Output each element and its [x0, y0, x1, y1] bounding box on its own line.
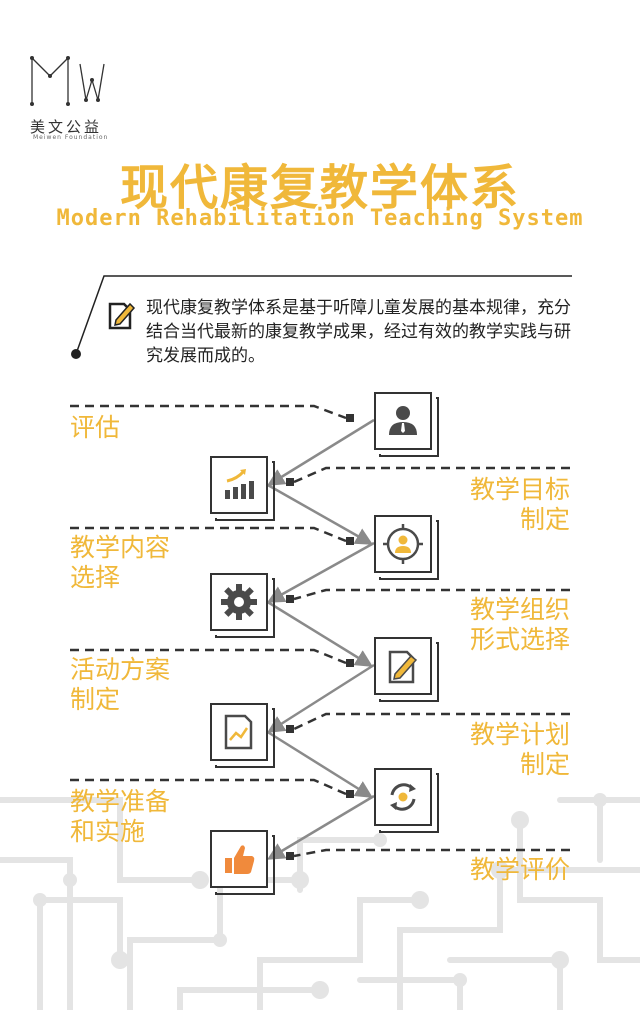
intro-text: 现代康复教学体系是基于听障儿童发展的基本规律，充分结合当代最新的康复教学成果，经…	[146, 298, 571, 366]
refresh-icon	[390, 783, 416, 811]
step-icon-box	[374, 515, 440, 581]
logo-text: 美文公益	[30, 118, 103, 136]
step-label-line2: 形式选择	[469, 625, 570, 654]
step-label: 教学评价	[420, 855, 570, 885]
dashed-connector	[293, 712, 570, 731]
flow-arrow	[265, 482, 374, 545]
edit-note-icon	[108, 302, 136, 330]
person-icon	[389, 406, 417, 435]
connector-node	[346, 537, 354, 545]
step-label-line1: 活动方案	[70, 655, 171, 684]
connector-node	[346, 659, 354, 667]
report-document-icon	[224, 714, 253, 750]
step-label-line1: 教学内容	[70, 533, 171, 562]
connector-node	[346, 790, 354, 798]
page-title: 现代康复教学体系	[119, 160, 520, 216]
step-label-line2: 和实施	[70, 817, 146, 846]
flow-arrow	[267, 663, 375, 733]
step-label: 教学准备和实施	[70, 787, 220, 847]
edit-document-icon	[388, 650, 418, 684]
step-label: 教学计划制定	[420, 720, 570, 780]
step-label-line2: 制定	[70, 685, 121, 714]
intro-frame	[71, 275, 572, 359]
step-icon-box	[210, 703, 276, 769]
dashed-connector	[293, 466, 570, 484]
dashed-connector	[70, 404, 347, 420]
flow-arrow	[265, 599, 373, 667]
step-label-line1: 教学组织	[469, 595, 570, 624]
gear-icon	[221, 584, 257, 620]
step-label-line1: 教学评价	[469, 855, 570, 884]
step-label: 活动方案制定	[70, 655, 220, 715]
dashed-connector	[293, 848, 570, 858]
connector-node	[286, 478, 294, 486]
step-label-line1: 教学计划	[469, 720, 570, 749]
flow-arrow	[267, 418, 375, 486]
step-icon-box	[210, 573, 276, 639]
connector-node	[286, 852, 294, 860]
dashed-connector	[70, 526, 347, 543]
step-label-line1: 教学目标	[469, 475, 570, 504]
step-label-line1: 评估	[70, 413, 121, 442]
page-subtitle: Modern Rehabilitation Teaching System	[56, 206, 584, 231]
step-label-line2: 制定	[519, 750, 570, 779]
connector-node	[286, 595, 294, 603]
step-label-line1: 教学准备	[70, 787, 171, 816]
bar-chart-icon	[225, 469, 254, 499]
step-label: 教学内容选择	[70, 533, 220, 593]
flow-arrow	[266, 541, 375, 603]
step-icon-box	[210, 456, 276, 522]
step-icon-box	[374, 768, 440, 834]
step-icon-box	[374, 392, 440, 458]
step-label-line2: 制定	[519, 505, 570, 534]
dashed-connector	[70, 778, 347, 796]
step-label: 教学组织形式选择	[420, 595, 570, 655]
step-icon-box	[210, 830, 276, 896]
step-label: 评估	[70, 413, 220, 443]
dashed-connector	[293, 588, 570, 601]
flow-arrow	[265, 729, 373, 798]
connector-node	[286, 725, 294, 733]
logo-subtext: Meiwen Foundation	[33, 134, 109, 141]
step-label: 教学目标制定	[420, 475, 570, 535]
logo-mark	[30, 56, 105, 106]
dashed-connector	[70, 648, 347, 665]
target-person-icon	[383, 524, 423, 564]
flow-arrow	[266, 794, 375, 860]
step-icon-box	[374, 637, 440, 703]
connector-node	[346, 414, 354, 422]
step-label-line2: 选择	[70, 563, 121, 592]
thumbs-up-icon	[225, 845, 255, 874]
